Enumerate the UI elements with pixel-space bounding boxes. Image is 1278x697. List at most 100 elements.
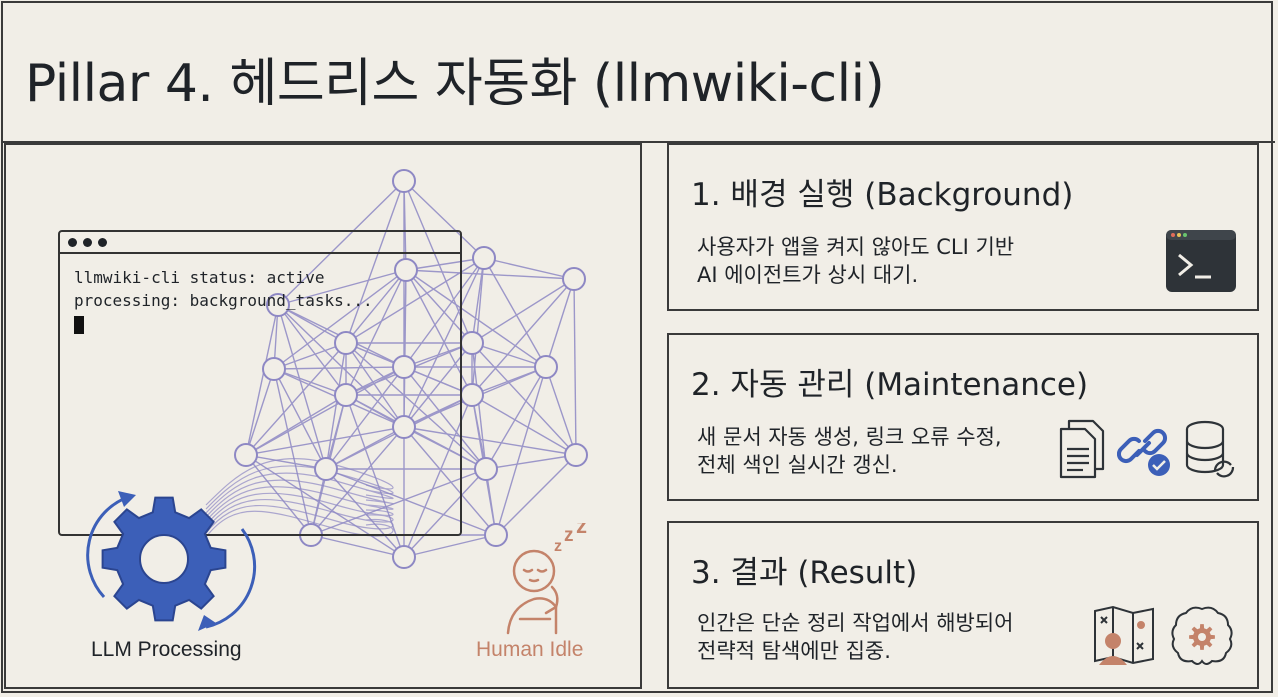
rotation-arrow-icon <box>205 528 257 629</box>
network-edge <box>277 269 407 306</box>
network-edge <box>471 278 575 396</box>
brain-gear-icon <box>1171 606 1233 665</box>
network-node <box>334 383 358 407</box>
network-node <box>392 415 416 439</box>
network-edge <box>277 304 405 428</box>
network-edge <box>545 366 577 456</box>
network-edge <box>245 342 347 456</box>
network-edge <box>310 534 405 558</box>
human-idle-label: Human Idle <box>476 638 584 661</box>
card-maintenance: 2. 자동 관리 (Maintenance) 새 문서 자동 생성, 링크 오류… <box>667 333 1259 501</box>
network-edge <box>403 468 487 558</box>
network-edge <box>483 257 547 368</box>
card-background: 1. 배경 실행 (Background) 사용자가 앱을 켜지 않아도 CLI… <box>667 143 1259 311</box>
terminal-titlebar <box>60 232 460 254</box>
window-dot-icon <box>68 237 77 247</box>
network-edge <box>403 426 487 470</box>
network-edge <box>471 342 547 368</box>
network-edge <box>245 366 405 456</box>
network-edge <box>495 366 547 536</box>
network-node <box>564 443 588 467</box>
network-edge <box>273 368 312 536</box>
network-edge <box>403 426 577 456</box>
network-node <box>472 246 496 270</box>
network-edge <box>310 468 487 536</box>
network-node <box>534 355 558 379</box>
data-flow-line <box>205 499 394 530</box>
window-dot-icon <box>83 237 92 247</box>
page-title: Pillar 4. 헤드리스 자동화 (llmwiki-cli) <box>25 54 885 114</box>
network-edge <box>485 454 577 470</box>
network-edge <box>471 278 575 344</box>
network-edge <box>273 368 347 396</box>
cursor-icon <box>74 315 84 334</box>
network-node <box>234 443 258 467</box>
network-edge <box>273 269 407 370</box>
network-edge <box>403 366 487 470</box>
network-node <box>484 523 508 547</box>
card-title: 3. 결과 (Result) <box>691 555 918 591</box>
network-node <box>262 357 286 381</box>
card-text-line: 전체 색인 실시간 갱신. <box>697 453 898 477</box>
card-title: 1. 배경 실행 (Background) <box>691 177 1074 213</box>
data-flow-line <box>205 492 394 526</box>
data-flow-line <box>205 504 394 534</box>
network-edge <box>245 426 405 456</box>
network-node <box>392 355 416 379</box>
network-node <box>314 457 338 481</box>
network-node <box>460 383 484 407</box>
network-edge <box>273 342 347 370</box>
network-edge <box>485 366 547 470</box>
network-edge <box>405 257 485 271</box>
network-node <box>334 331 358 355</box>
network-edge <box>471 257 485 396</box>
illustration-panel: llmwiki-cli status: active processing: b… <box>4 143 642 689</box>
network-node <box>460 331 484 355</box>
network-edge <box>345 394 405 558</box>
network-edge <box>471 342 487 470</box>
terminal-line-processing: processing: background_tasks... <box>74 291 373 310</box>
llm-processing-label: LLM Processing <box>91 638 242 661</box>
document-icon <box>1059 419 1105 479</box>
sleep-z-icon: z <box>554 538 562 555</box>
data-flow-line <box>205 510 394 538</box>
data-flow-line <box>205 479 394 518</box>
network-node <box>392 545 416 569</box>
terminal-output: llmwiki-cli status: active processing: b… <box>60 254 460 347</box>
network-edge <box>483 257 575 280</box>
network-edge <box>273 366 405 370</box>
network-edge <box>325 426 405 470</box>
rotation-arrow-icon <box>86 495 129 599</box>
network-edge <box>325 342 347 470</box>
network-edge <box>277 180 405 306</box>
network-node <box>394 258 418 282</box>
data-flow-line <box>205 486 394 522</box>
network-edge <box>345 342 405 428</box>
network-edge <box>405 269 547 368</box>
data-flow-line <box>205 472 394 514</box>
card-title: 2. 자동 관리 (Maintenance) <box>691 367 1089 403</box>
card-text-line: 인간은 단순 정리 작업에서 해방되어 <box>697 611 1014 635</box>
network-edge <box>325 468 497 536</box>
card-text-line: 전략적 탐색에만 집중. <box>697 639 891 663</box>
terminal-window: llmwiki-cli status: active processing: b… <box>58 230 462 536</box>
network-edge <box>403 180 485 259</box>
network-edge <box>245 454 405 558</box>
network-edge <box>471 257 485 344</box>
card-text-line: 사용자가 앱을 켜지 않아도 CLI 기반 <box>697 235 1015 259</box>
network-edge <box>471 342 577 456</box>
network-edge <box>325 468 405 558</box>
network-edge <box>573 278 577 456</box>
sleep-z-icon: z <box>576 523 587 538</box>
card-text-line: AI 에이전트가 상시 대기. <box>697 263 919 287</box>
network-edge <box>345 180 405 344</box>
network-edge <box>405 269 575 280</box>
network-edge <box>545 278 575 368</box>
network-edge <box>403 426 497 536</box>
network-node <box>392 169 416 193</box>
title-bar: Pillar 4. 헤드리스 자동화 (llmwiki-cli) <box>3 3 1275 143</box>
network-node <box>562 267 586 291</box>
network-edge <box>495 454 577 536</box>
neural-network-diagram <box>205 169 588 569</box>
network-edge <box>245 454 312 536</box>
